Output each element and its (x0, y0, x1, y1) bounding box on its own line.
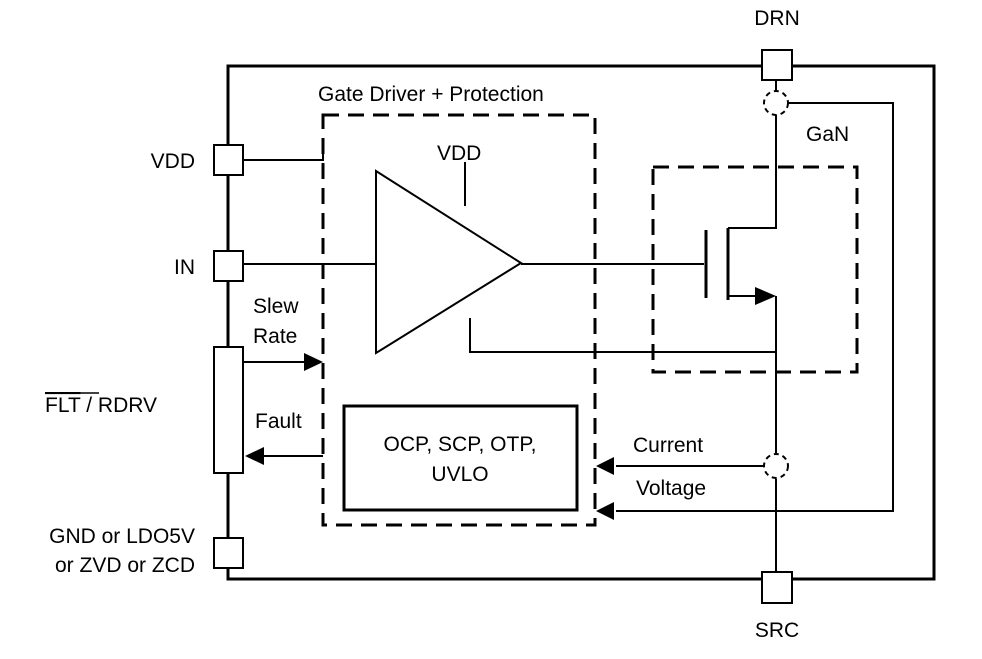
protection-line2: UVLO (431, 463, 488, 486)
gate-driver-block (321, 113, 597, 527)
fault-arrowhead (245, 447, 264, 465)
inner-vdd-label: VDD (437, 142, 481, 165)
gan-label: GaN (806, 123, 849, 146)
current-label: Current (633, 434, 703, 457)
flt-rdrv-label: FLT / RDRV (45, 394, 157, 417)
package-outline (226, 64, 936, 581)
vdd-label: VDD (151, 150, 195, 173)
slew-rate-arrowhead (304, 353, 323, 371)
gnd-label-line2: or ZVD or ZCD (55, 554, 195, 577)
flt-rdrv-pin (213, 346, 244, 474)
voltage-sense-wire (616, 102, 894, 512)
voltage-sensor (763, 90, 789, 116)
voltage-arrowhead (596, 502, 614, 520)
gnd-pin (213, 537, 244, 569)
in-pin (213, 250, 244, 282)
rdrv-label: / RDRV (80, 394, 157, 417)
src-label: SRC (755, 619, 799, 642)
gate-driver-title: Gate Driver + Protection (318, 83, 544, 106)
vdd-wire (243, 145, 324, 161)
source-arrowhead (755, 287, 776, 305)
in-label: IN (174, 256, 195, 279)
drn-pin (761, 49, 793, 81)
current-arrowhead (596, 457, 614, 475)
gnd-label-line1: GND or LDO5V (49, 525, 195, 548)
src-pin (761, 571, 793, 604)
protection-box (342, 404, 579, 512)
fault-label: Fault (255, 410, 302, 433)
current-sensor (763, 453, 789, 479)
protection-line1: OCP, SCP, OTP, (384, 433, 537, 456)
slew-label-line1: Slew (253, 295, 299, 318)
drain-connection (728, 115, 777, 229)
voltage-label: Voltage (636, 477, 706, 500)
drn-label: DRN (754, 7, 800, 30)
slew-label-line2: Rate (253, 325, 297, 348)
gan-block (651, 165, 859, 374)
driver-return-wire (469, 318, 776, 353)
driver-amplifier (375, 169, 523, 355)
flt-label: FLT (45, 394, 81, 417)
vdd-pin (213, 144, 244, 176)
